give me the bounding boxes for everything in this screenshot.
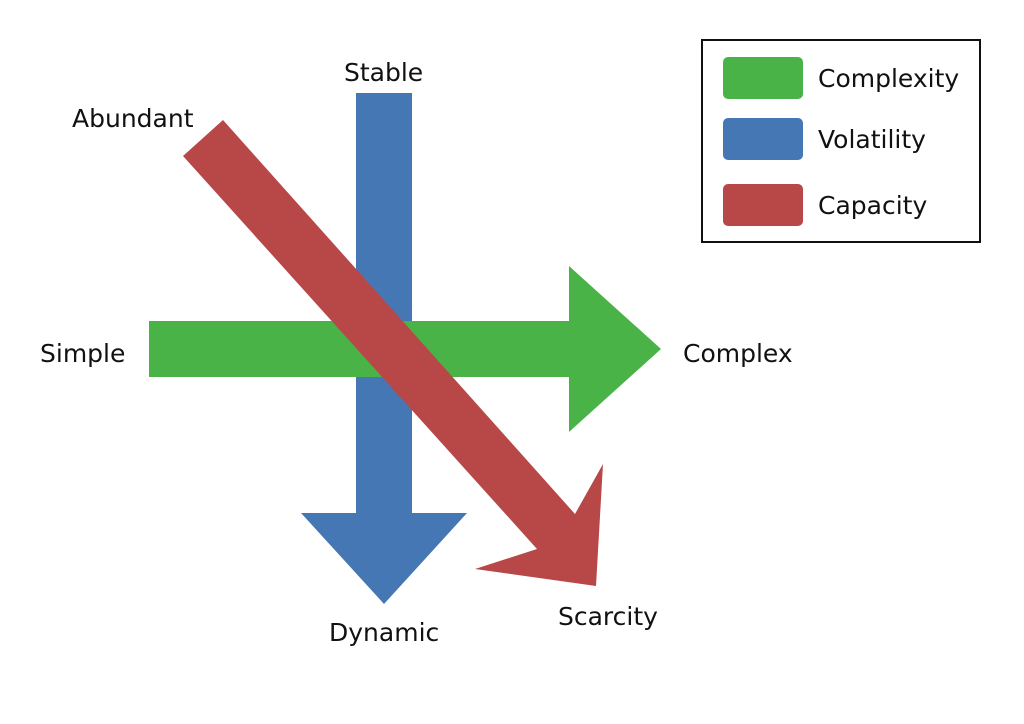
legend: Complexity Volatility Capacity [701, 39, 981, 243]
legend-item-complexity: Complexity [723, 57, 959, 99]
legend-item-capacity: Capacity [723, 184, 927, 226]
capacity-arrow [183, 120, 603, 586]
abundant-label: Abundant [72, 104, 194, 133]
complexity-swatch [723, 57, 803, 99]
scarcity-label: Scarcity [558, 602, 658, 631]
volatility-swatch [723, 118, 803, 160]
dynamic-label: Dynamic [329, 618, 440, 647]
capacity-swatch [723, 184, 803, 226]
simple-label: Simple [40, 339, 126, 368]
legend-item-volatility: Volatility [723, 118, 926, 160]
legend-label-volatility: Volatility [818, 124, 926, 154]
stable-label: Stable [344, 58, 424, 87]
legend-label-capacity: Capacity [818, 190, 928, 220]
complex-label: Complex [683, 339, 793, 368]
legend-label-complexity: Complexity [818, 63, 960, 93]
